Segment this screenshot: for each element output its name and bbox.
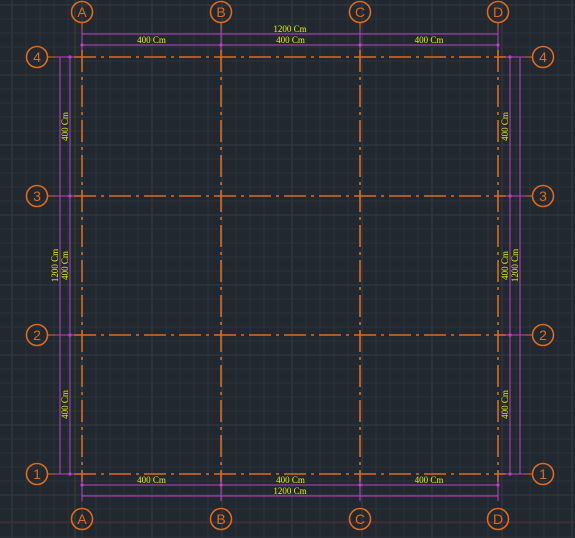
axis-bubbles[interactable]: A A B B C C D D 1 1 2 2 3 3 4 4 <box>25 0 555 531</box>
axis-bubble-top-a[interactable]: A <box>70 0 94 24</box>
svg-text:2: 2 <box>539 327 547 343</box>
axis-bubble-left-4[interactable]: 4 <box>25 45 49 69</box>
svg-text:D: D <box>493 4 503 20</box>
svg-text:C: C <box>355 511 365 527</box>
dimension-label: 400 Cm <box>137 35 166 45</box>
dimension-label: 400 Cm <box>500 112 510 141</box>
dimension-label: 400 Cm <box>500 251 510 280</box>
svg-text:D: D <box>493 511 503 527</box>
svg-text:A: A <box>77 4 87 20</box>
svg-text:C: C <box>355 4 365 20</box>
dimension-label: 400 Cm <box>500 390 510 419</box>
dimension-label: 400 Cm <box>60 390 70 419</box>
axis-bubble-right-1[interactable]: 1 <box>531 462 555 486</box>
dimension-overall-label: 1200 Cm <box>510 249 520 282</box>
axis-bubble-bottom-b[interactable]: B <box>209 507 233 531</box>
dimension-label: 400 Cm <box>137 475 166 485</box>
dimension-label: 400 Cm <box>276 35 305 45</box>
dimension-label: 400 Cm <box>415 475 444 485</box>
axis-bubble-left-1[interactable]: 1 <box>25 462 49 486</box>
axis-bubble-right-3[interactable]: 3 <box>531 184 555 208</box>
svg-text:B: B <box>216 4 225 20</box>
axis-bubble-top-c[interactable]: C <box>348 0 372 24</box>
axis-bubble-left-2[interactable]: 2 <box>25 323 49 347</box>
svg-text:1: 1 <box>539 466 547 482</box>
dimension-label: 400 Cm <box>276 475 305 485</box>
svg-text:3: 3 <box>33 188 41 204</box>
svg-text:3: 3 <box>539 188 547 204</box>
axis-bubble-right-4[interactable]: 4 <box>531 45 555 69</box>
dimension-overall-label: 1200 Cm <box>273 24 306 34</box>
svg-text:4: 4 <box>539 49 547 65</box>
svg-text:4: 4 <box>33 49 41 65</box>
axis-bubble-bottom-d[interactable]: D <box>486 507 510 531</box>
axis-bubble-bottom-c[interactable]: C <box>348 507 372 531</box>
axis-bubble-right-2[interactable]: 2 <box>531 323 555 347</box>
dimension-overall-label: 1200 Cm <box>273 486 306 496</box>
svg-text:B: B <box>216 511 225 527</box>
axis-bubble-top-b[interactable]: B <box>209 0 233 24</box>
axis-bubble-top-d[interactable]: D <box>486 0 510 24</box>
axis-bubble-left-3[interactable]: 3 <box>25 184 49 208</box>
dimension-label: 400 Cm <box>415 35 444 45</box>
axis-bubble-bottom-a[interactable]: A <box>70 507 94 531</box>
svg-text:1: 1 <box>33 466 41 482</box>
structural-axis-lines[interactable] <box>48 23 532 482</box>
dimension-label: 400 Cm <box>60 112 70 141</box>
dimension-overall-label: 1200 Cm <box>50 249 60 282</box>
dimension-label: 400 Cm <box>60 251 70 280</box>
svg-text:2: 2 <box>33 327 41 343</box>
svg-text:A: A <box>77 511 87 527</box>
